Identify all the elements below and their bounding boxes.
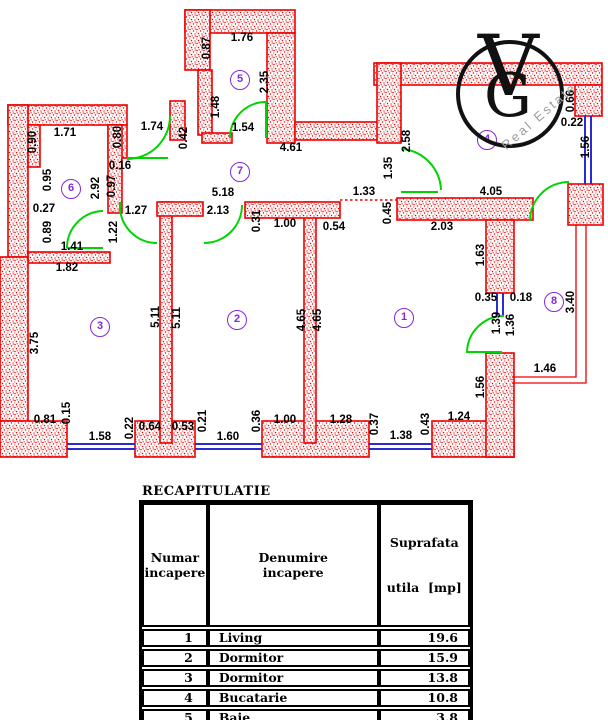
door-arcs — [66, 101, 570, 354]
header-numar: Numar incapere — [142, 503, 208, 627]
balcony-outline — [512, 225, 587, 384]
recap-table: Numar incapere Denumire incapere Suprafa… — [142, 501, 470, 720]
header-denumire: Denumire incapere — [207, 503, 379, 627]
logo: V G Real Estate — [456, 24, 580, 153]
recap-table-wrapper: Numar incapere Denumire incapere Suprafa… — [139, 500, 473, 720]
windows — [67, 116, 592, 450]
logo-letter-v: V — [478, 17, 539, 115]
walls — [0, 9, 604, 458]
logo-circle-icon — [456, 40, 564, 148]
recap-title: RECAPITULATIE — [142, 484, 271, 499]
recap-header-row: Numar incapere Denumire incapere Suprafa… — [142, 503, 470, 627]
logo-letter-g: G — [484, 61, 532, 131]
floor-plan-drawing — [0, 9, 604, 458]
header-suprafata: Suprafata utila [mp] — [378, 503, 470, 627]
